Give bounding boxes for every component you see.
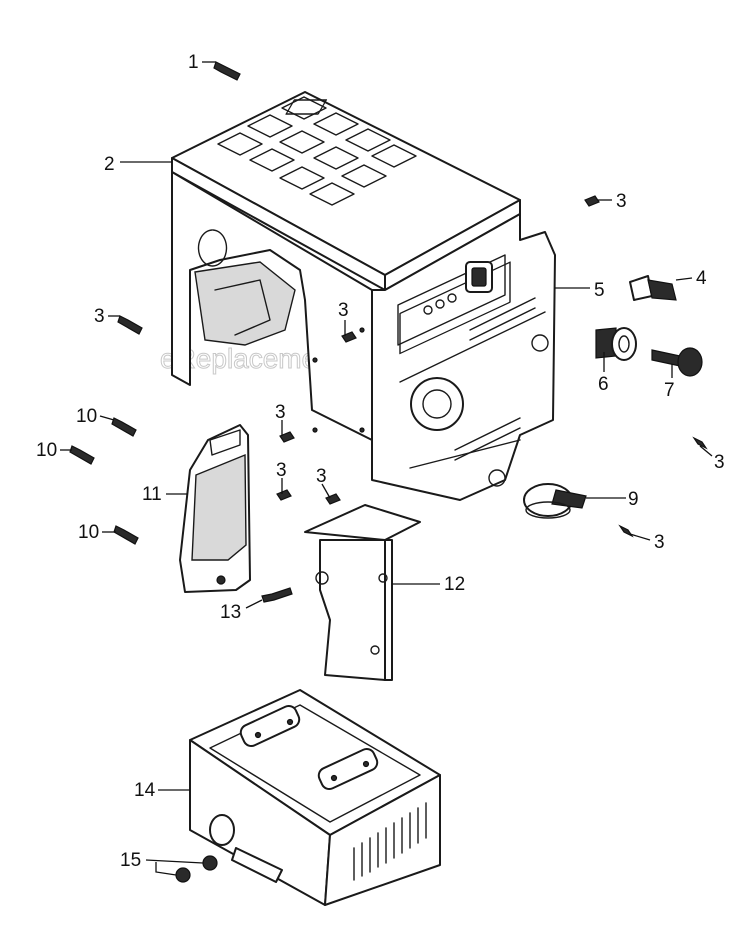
callout-10: 10 [36,440,57,461]
callout-5: 5 [594,280,605,301]
callout-6: 6 [598,374,609,395]
callout-3: 3 [338,300,349,321]
callout-14: 14 [134,780,156,801]
leader-lines [60,61,713,876]
callout-3: 3 [276,460,287,481]
part-6-switch-housing[interactable] [595,327,637,361]
part-11-side-bracket[interactable] [179,424,251,593]
part-9-fuel-knob[interactable] [523,483,587,519]
callout-11: 11 [142,484,162,505]
callout-labels: 1 2 3 3 3 3 3 3 3 3 4 5 6 7 9 10 10 10 1… [36,52,725,871]
callout-10: 10 [76,406,97,427]
part-15-nuts[interactable] [175,855,218,883]
callout-15: 15 [120,850,141,871]
part-12-rear-bracket[interactable] [304,504,421,681]
callout-3: 3 [654,532,665,553]
callout-9: 9 [628,489,639,510]
vent-grille [217,96,417,206]
part-4-key[interactable] [629,275,677,301]
callout-4: 4 [696,268,707,289]
callout-10: 10 [78,522,99,543]
part-2-cover-housing[interactable] [171,91,556,501]
muffler-heat-vents [353,802,427,881]
callout-13: 13 [220,602,241,623]
callout-7: 7 [664,380,675,401]
part-7-key-switch[interactable] [651,347,703,377]
callout-1: 1 [188,52,199,73]
screw-icon [69,61,708,603]
callout-2: 2 [104,154,115,175]
callout-3: 3 [616,191,627,212]
callout-3: 3 [275,402,286,423]
part-14-muffler[interactable] [189,689,441,906]
callout-3: 3 [714,452,725,473]
callout-3: 3 [316,466,327,487]
callout-12: 12 [444,574,465,595]
callout-3: 3 [94,306,105,327]
